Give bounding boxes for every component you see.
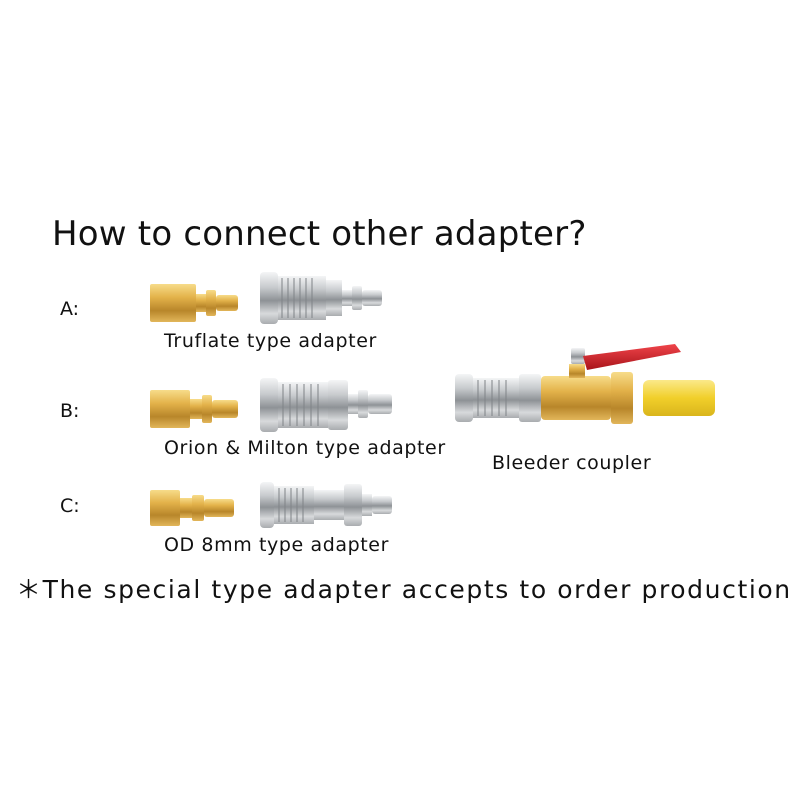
row-c-caption: OD 8mm type adapter xyxy=(164,534,390,556)
row-c-label: C: xyxy=(60,495,80,517)
row-b-label: B: xyxy=(60,400,80,422)
chrome-coupler-image xyxy=(260,378,392,432)
bleeder-caption: Bleeder coupler xyxy=(492,452,652,474)
brass-plug-image xyxy=(150,490,234,526)
chrome-coupler-image xyxy=(260,272,382,324)
row-a-label: A: xyxy=(60,298,80,320)
row-b-caption: Orion & Milton type adapter xyxy=(164,437,446,459)
chrome-coupler-image xyxy=(260,482,392,528)
special-order-note: ＊The special type adapter accepts to ord… xyxy=(16,575,792,604)
brass-plug-image xyxy=(150,390,238,428)
bleeder-coupler-image xyxy=(455,344,715,424)
page-title: How to connect other adapter? xyxy=(52,214,587,254)
brass-plug-image xyxy=(150,284,238,322)
row-a-caption: Truflate type adapter xyxy=(164,330,377,352)
